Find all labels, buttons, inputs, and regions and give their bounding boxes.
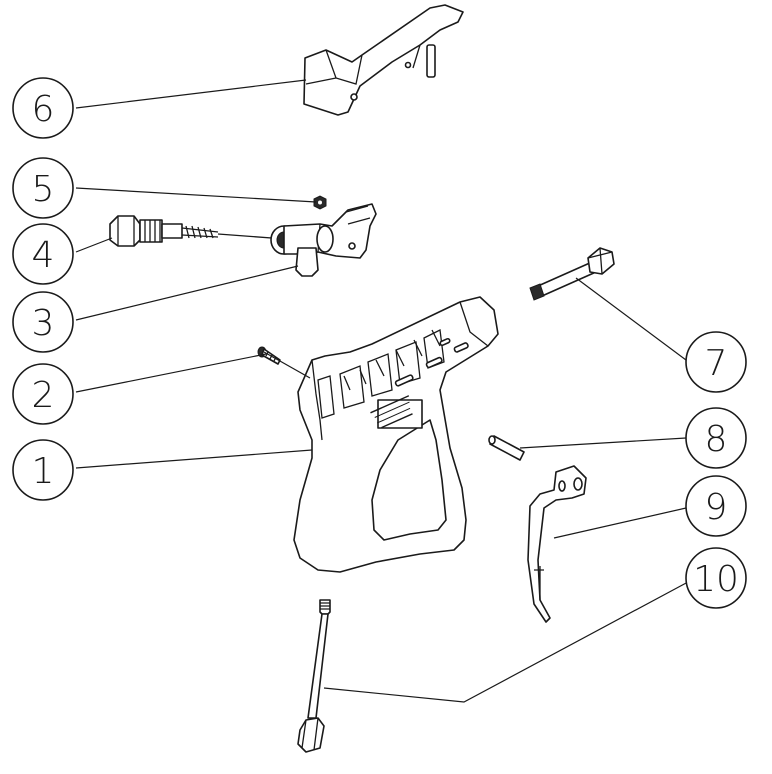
leader-2 xyxy=(75,353,267,393)
svg-text:3: 3 xyxy=(32,303,55,344)
callout-2: 2 xyxy=(12,363,74,425)
callout-9: 9 xyxy=(685,475,747,537)
callout-4: 4 xyxy=(12,223,74,285)
callout-10: 10 xyxy=(685,547,747,609)
svg-text:9: 9 xyxy=(705,487,728,528)
callout-6: 6 xyxy=(12,77,74,139)
leader-3 xyxy=(75,265,299,321)
callout-8: 8 xyxy=(685,407,747,469)
leader-1 xyxy=(75,449,313,469)
leader-9 xyxy=(553,507,687,539)
part-8-pin xyxy=(488,435,525,461)
svg-text:8: 8 xyxy=(705,419,728,460)
part-9-trigger xyxy=(527,465,587,623)
leader-10 xyxy=(323,581,689,703)
svg-text:1: 1 xyxy=(32,451,55,492)
callout-5: 5 xyxy=(12,157,74,219)
svg-text:5: 5 xyxy=(32,169,55,210)
leader-lines xyxy=(75,79,689,703)
svg-text:4: 4 xyxy=(32,235,55,276)
callout-1: 1 xyxy=(12,439,74,501)
leader-8 xyxy=(519,437,687,449)
callout-7: 7 xyxy=(685,331,747,393)
svg-text:2: 2 xyxy=(32,375,55,416)
part-1-gun-handle xyxy=(293,296,499,573)
part-5-nut xyxy=(313,195,327,210)
leader-7 xyxy=(575,277,687,361)
part-6-lever xyxy=(303,4,464,116)
part-3-valve-body xyxy=(270,203,377,277)
leader-2b xyxy=(263,351,311,379)
svg-text:10: 10 xyxy=(693,559,739,600)
svg-text:6: 6 xyxy=(32,89,55,130)
svg-text:7: 7 xyxy=(705,343,728,384)
part-7-inlet-tube xyxy=(529,247,615,301)
callout-3: 3 xyxy=(12,291,74,353)
leader-6 xyxy=(75,79,307,109)
leader-4 xyxy=(75,237,113,253)
part-10-extension-tube xyxy=(297,599,331,753)
leader-5 xyxy=(75,187,317,203)
part-4-valve-stem xyxy=(109,215,286,247)
